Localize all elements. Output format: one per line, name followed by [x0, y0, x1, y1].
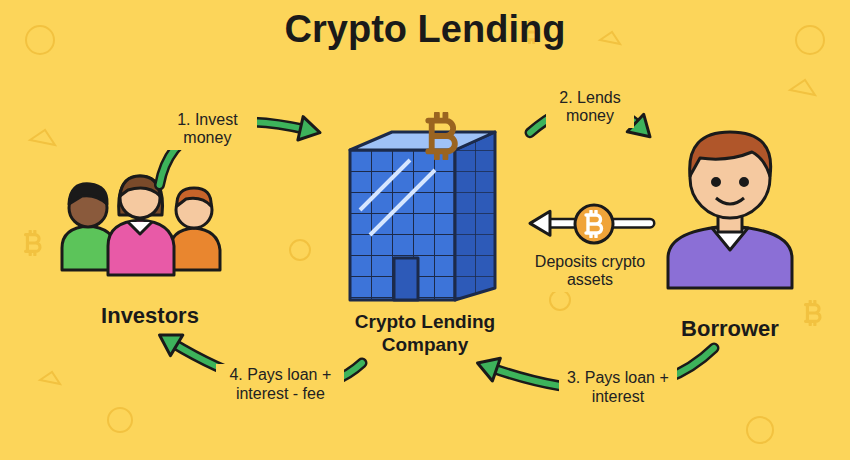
illustration-part: [668, 226, 792, 288]
illustration-part: [741, 179, 748, 186]
illustration-part: [290, 240, 310, 260]
node-box: Crypto Lending Company: [320, 118, 530, 363]
node-label: Borrower: [681, 316, 779, 342]
node-box: Investors: [55, 185, 245, 335]
illustration-part: [120, 176, 160, 196]
illustration-part: [575, 205, 613, 243]
illustration-part: [455, 132, 495, 300]
illustration-part: [428, 114, 455, 159]
edge-label: 2. Lends money: [546, 87, 634, 128]
illustration-part: [586, 211, 602, 237]
illustration-part: [108, 408, 132, 432]
illustration-part: [394, 258, 418, 300]
borrower-figure: [668, 132, 792, 288]
edge-label: Deposits crypto assets: [526, 251, 654, 292]
illustration-part: [177, 188, 211, 206]
illustration-part: [30, 32, 815, 384]
arrow-head: [478, 358, 501, 381]
node-text-holder: Investors: [55, 303, 245, 329]
diagram-title: Crypto Lending: [0, 8, 850, 51]
illustration-part: [108, 220, 174, 275]
illustration-part: [26, 231, 40, 255]
node-text-holder: Crypto Lending Company: [320, 311, 530, 357]
illustration-part: [350, 150, 455, 300]
illustration-part: [360, 160, 435, 235]
arrow-head: [160, 335, 183, 356]
illustration-part: [455, 132, 495, 300]
edge-label: 4. Pays loan + interest - fee: [216, 364, 344, 405]
background-doodles: [26, 21, 824, 443]
illustration-part: [716, 198, 744, 204]
illustration-part: [747, 417, 773, 443]
illustration-part: [69, 184, 107, 204]
illustration-part: [350, 132, 495, 150]
edge-label: 1. Invest money: [157, 109, 257, 150]
illustration-part: [690, 132, 771, 176]
illustration-part: [550, 290, 570, 310]
illustration-part: [806, 301, 820, 325]
illustration-part: [350, 150, 455, 300]
node-box: Borrower: [650, 108, 810, 348]
node-label: Crypto Lending Company: [340, 311, 510, 357]
illustration-part: [128, 222, 152, 234]
bitcoin-coin: [575, 205, 613, 243]
illustration-part: [26, 26, 54, 54]
illustration-part: [170, 228, 220, 270]
edge-label: 3. Pays loan + interest: [559, 367, 677, 408]
illustration-part: [796, 26, 824, 54]
building-figure: [350, 114, 495, 300]
investors-figure: [62, 176, 220, 275]
arrow-head: [298, 117, 320, 140]
node-text-holder: Borrower: [650, 316, 810, 342]
arrow-head: [530, 211, 550, 235]
node-label: Investors: [101, 303, 199, 329]
illustration-part: [713, 179, 720, 186]
